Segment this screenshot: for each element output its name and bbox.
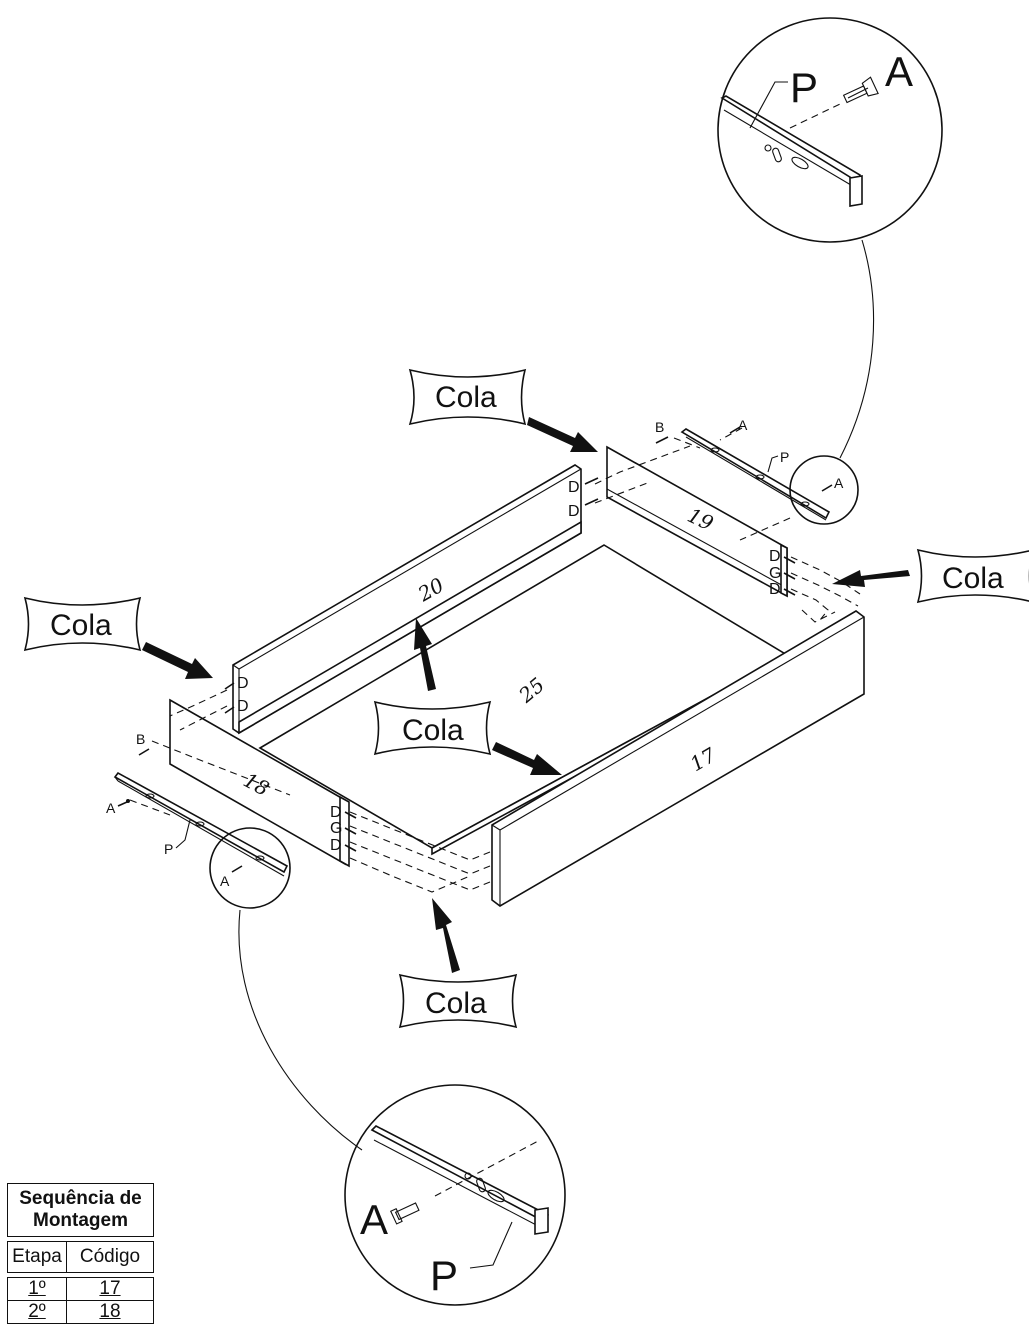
arrow-icon (414, 618, 436, 691)
arrow-icon (142, 642, 213, 679)
screw-a-label: A (106, 800, 116, 816)
screw-b-label: B (136, 731, 145, 747)
table-row: 2º 18 (7, 1300, 154, 1324)
rail-right: P B A (655, 417, 831, 521)
glue-callout-right: Cola (916, 548, 1029, 604)
dowel-label: D (568, 479, 580, 496)
dowel-label: D (568, 503, 580, 520)
glue-callout-bottom: Cola (398, 973, 518, 1029)
arrow-icon (527, 417, 598, 452)
table-cell-step: 2º (7, 1300, 67, 1324)
glue-label: Cola (50, 609, 112, 642)
glue-arrows (142, 417, 910, 973)
glue-callout-left: Cola (23, 596, 142, 652)
fittings-front-left: D G D (330, 804, 357, 854)
glue-label: Cola (402, 714, 464, 747)
screw-a-label: A (738, 417, 748, 433)
dowels-right-back: D D (568, 477, 599, 520)
dowel-label: D (237, 698, 249, 715)
detail-circle-small-right: A (789, 455, 859, 525)
screw-b-label: B (655, 419, 664, 435)
table-title-line1: Sequência de (19, 1188, 142, 1209)
glue-label: Cola (435, 381, 497, 414)
dowels-left-back: D D (224, 675, 249, 715)
dowel-label: D (769, 581, 781, 598)
assembly-guides (129, 427, 861, 893)
cam-label: G (769, 565, 781, 582)
rail-label: P (430, 1252, 458, 1299)
table-row: 1º 17 (7, 1277, 154, 1301)
rail-label: P (790, 64, 818, 111)
glue-callout-top: Cola (408, 368, 527, 426)
detail-circle-small-left: A (209, 827, 291, 909)
table-cell-step: 1º (7, 1277, 67, 1301)
table-title-line2: Montagem (33, 1210, 128, 1231)
detail-circle-top: P A (717, 17, 943, 243)
cam-label: G (330, 820, 342, 837)
screw-a-label: A (885, 48, 913, 95)
screw-a-label: A (360, 1196, 388, 1243)
rail-label: P (780, 449, 789, 465)
leader-curve-top (839, 239, 875, 459)
panel-20: 20 (232, 464, 582, 735)
dowel-label: D (769, 548, 781, 565)
dowel-label: D (237, 675, 249, 692)
table-cell-code: 18 (66, 1300, 154, 1324)
table-title: Sequência de Montagem (7, 1183, 154, 1237)
rail-left: P A B (106, 731, 289, 877)
leader-curve-bottom (238, 909, 363, 1151)
screw-a-label: A (220, 873, 230, 889)
assembly-sequence-table: Sequência de Montagem Etapa Código 1º 17… (7, 1183, 154, 1324)
dowel-label: D (330, 837, 342, 854)
panel-17: 17 (491, 610, 865, 907)
glue-label: Cola (425, 987, 487, 1020)
column-header-step: Etapa (7, 1241, 67, 1273)
arrow-icon (832, 570, 910, 587)
table-cell-code: 17 (66, 1277, 154, 1301)
arrow-icon (492, 742, 562, 775)
dowel-label: D (330, 804, 342, 821)
fittings-front-right: D G D (769, 548, 796, 598)
glue-callout-center: Cola (373, 700, 492, 756)
detail-circle-bottom: A P (344, 1084, 566, 1306)
panel-19: 19 (606, 445, 788, 598)
screw-a-label: A (834, 475, 844, 491)
glue-label: Cola (942, 562, 1004, 595)
column-header-code: Código (66, 1241, 154, 1273)
arrow-icon (432, 898, 460, 973)
rail-label: P (164, 841, 173, 857)
